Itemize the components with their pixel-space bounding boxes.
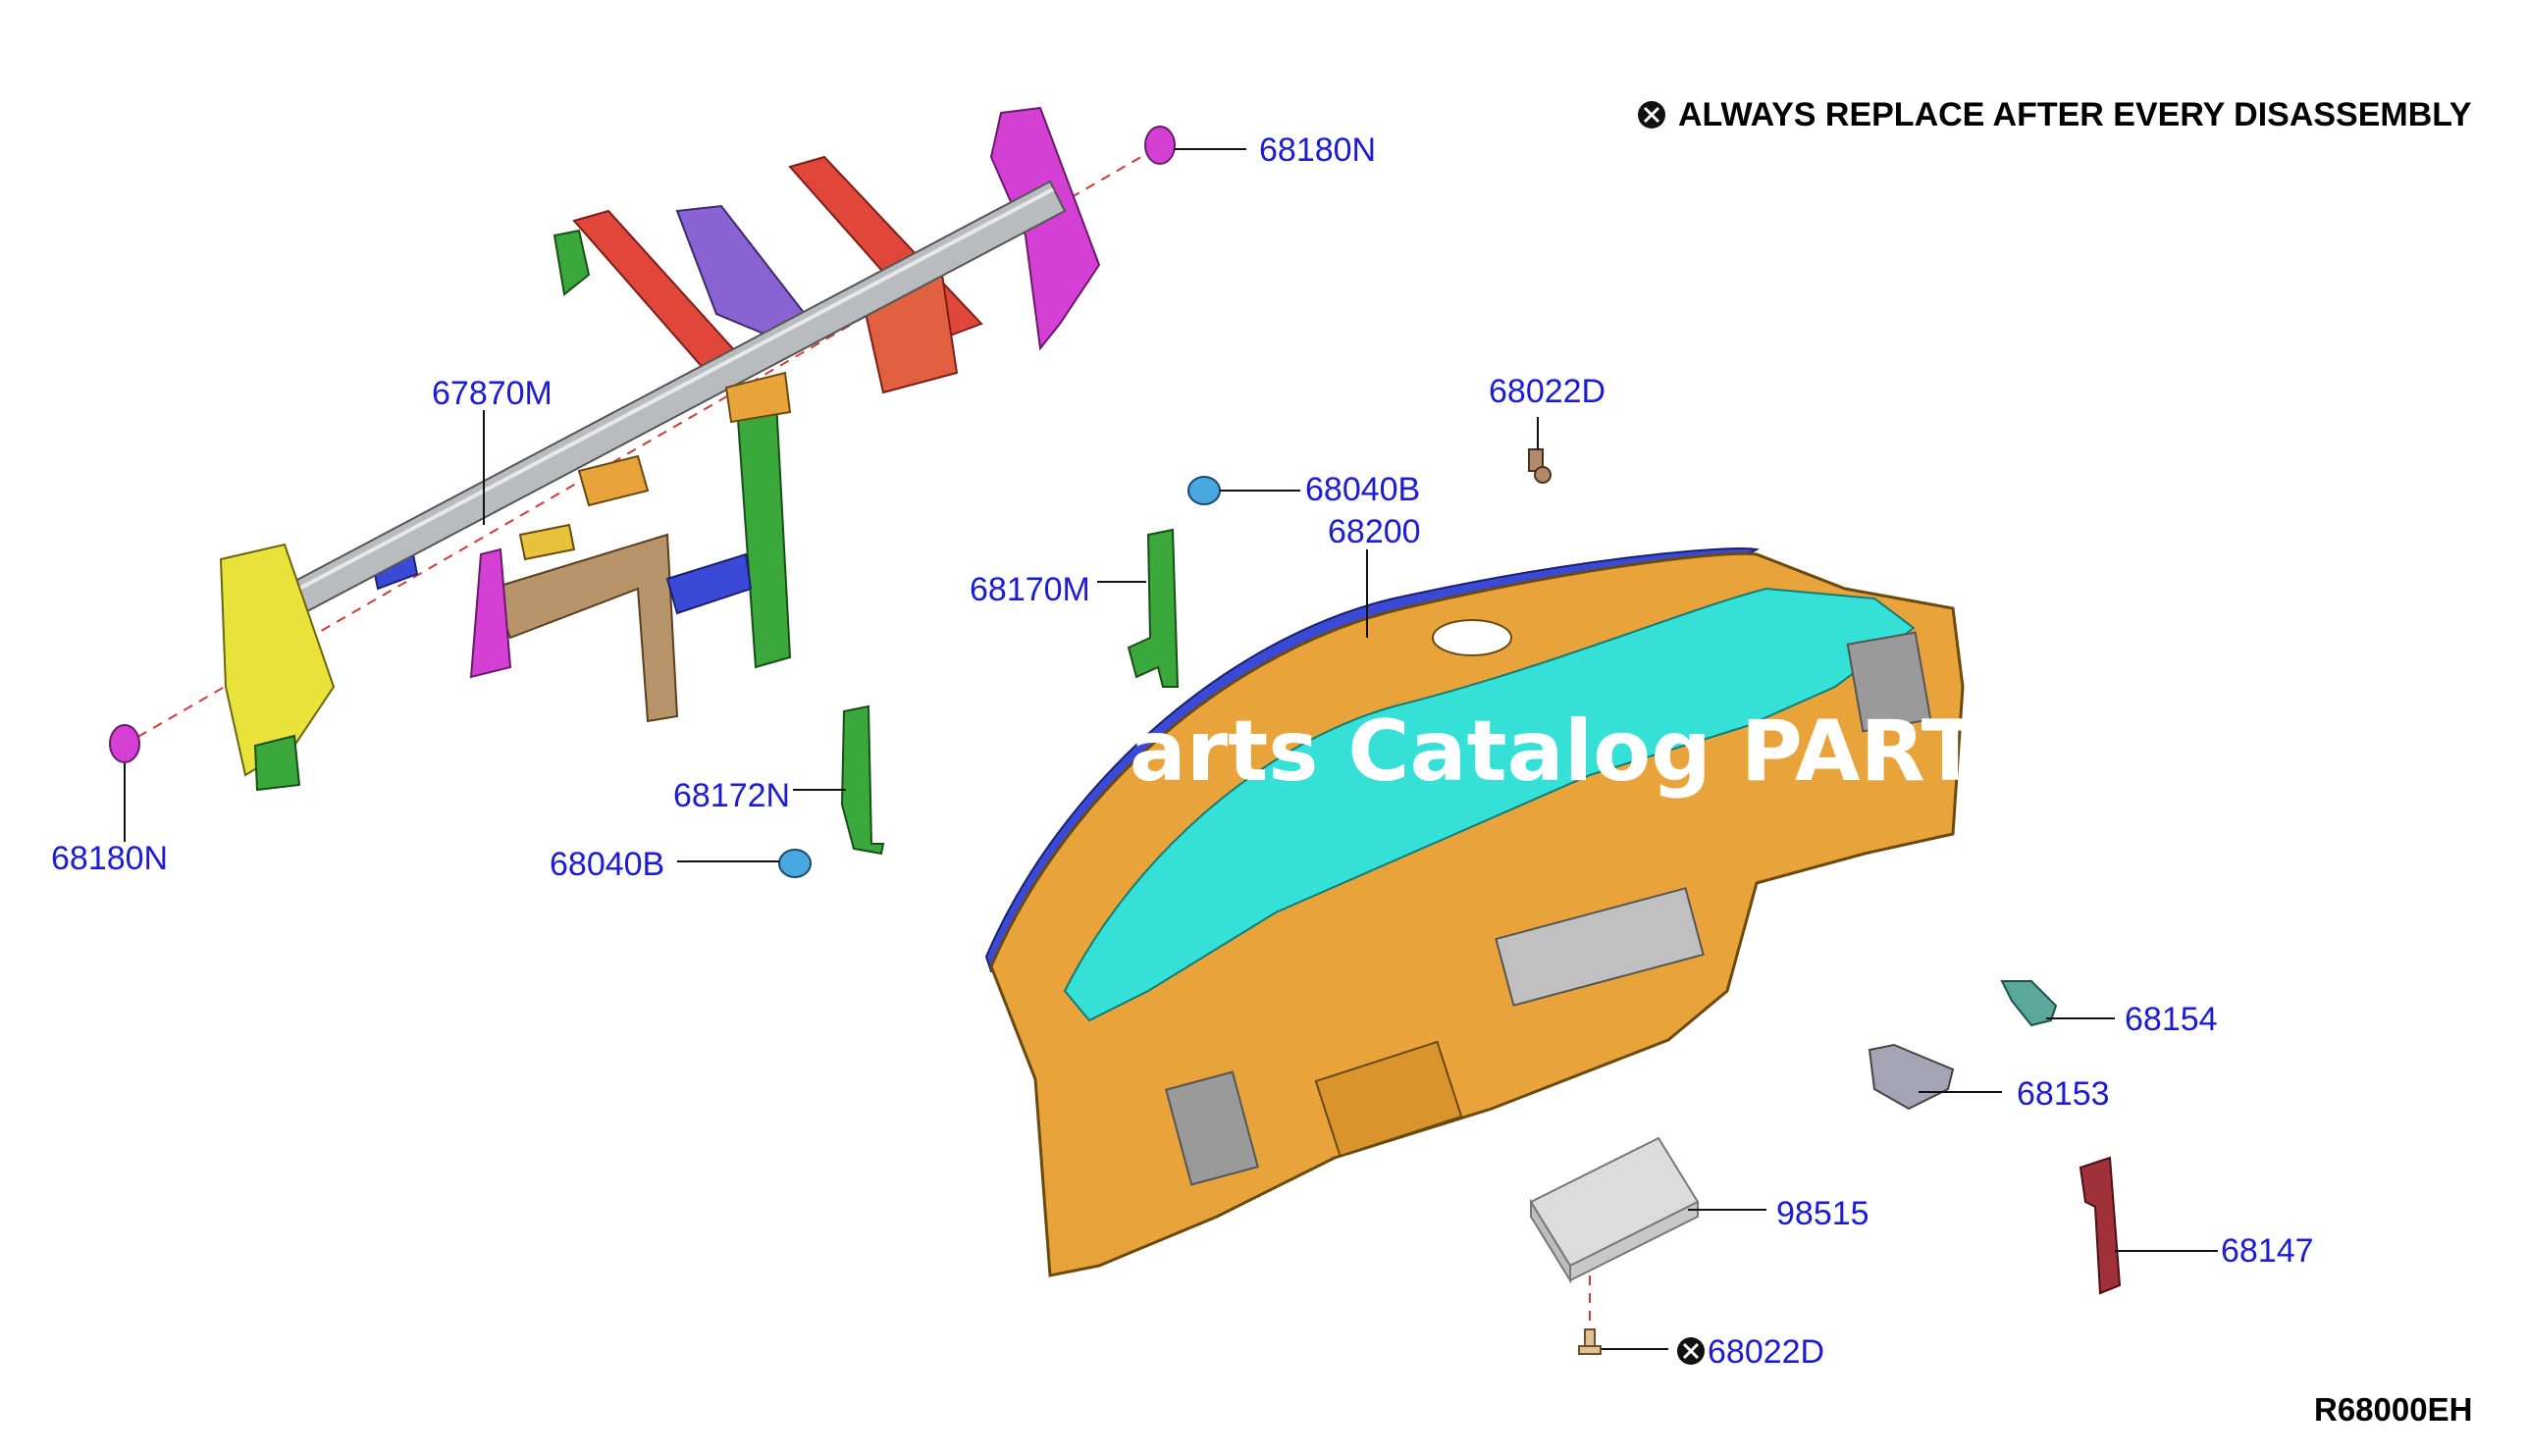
magenta-bracket-small xyxy=(469,547,512,679)
label-68180n-left[interactable]: 68180N xyxy=(51,840,168,877)
leader-lines xyxy=(124,148,2218,1350)
bracket-68147 xyxy=(2079,1156,2122,1295)
clip-top xyxy=(1187,476,1221,505)
orange-bracket-2 xyxy=(724,371,792,424)
crossed-circle-icon xyxy=(1677,1337,1705,1365)
steering-member-assembly xyxy=(122,106,1159,792)
tan-bracket xyxy=(489,533,679,723)
label-68147[interactable]: 68147 xyxy=(2221,1232,2314,1270)
green-bracket-left xyxy=(253,734,301,792)
label-68022d-top[interactable]: 68022D xyxy=(1489,373,1606,410)
bracket-68153 xyxy=(1868,1043,1955,1111)
label-68200[interactable]: 68200 xyxy=(1328,513,1421,550)
panel-glovebox-opening xyxy=(1314,1040,1463,1158)
end-cap-left xyxy=(109,724,140,763)
bracket-68170m xyxy=(1127,528,1180,688)
green-small-bracket xyxy=(553,229,591,296)
label-68040b-top[interactable]: 68040B xyxy=(1305,471,1420,508)
airbag-module xyxy=(1529,1136,1700,1284)
label-67870m[interactable]: 67870M xyxy=(432,375,553,412)
label-68170m[interactable]: 68170M xyxy=(970,571,1090,608)
label-98515[interactable]: 98515 xyxy=(1776,1195,1869,1232)
label-68172n[interactable]: 68172N xyxy=(673,777,790,814)
panel-vent-left xyxy=(1165,1070,1259,1186)
label-68153[interactable]: 68153 xyxy=(2017,1075,2110,1113)
bolt-bottom xyxy=(1578,1328,1602,1355)
end-cap-right xyxy=(1144,126,1176,165)
panel-vent-right xyxy=(1846,631,1932,733)
orange-bracket-1 xyxy=(577,454,650,507)
blue-brace xyxy=(665,552,753,615)
bracket-68154 xyxy=(2000,980,2058,1027)
label-68154[interactable]: 68154 xyxy=(2125,1001,2218,1038)
label-68180n-right[interactable]: 68180N xyxy=(1259,131,1376,169)
diagram-code: R68000EH xyxy=(2314,1391,2472,1428)
bolt-top xyxy=(1528,448,1552,484)
panel-speaker-hole xyxy=(1432,619,1512,656)
panel-vent-center xyxy=(1495,887,1705,1007)
replacement-note: ALWAYS REPLACE AFTER EVERY DISASSEMBLY xyxy=(1678,96,2472,133)
instrument-panel-assembly xyxy=(984,547,1965,1277)
main-tube-highlight xyxy=(246,187,1054,618)
crossed-circle-icon xyxy=(1638,101,1665,129)
orange-bracket-3 xyxy=(518,523,576,561)
panel-top-pad xyxy=(1063,587,1916,1022)
green-center-stay xyxy=(734,381,792,669)
magenta-bracket-right xyxy=(989,106,1101,351)
label-68040b-bottom[interactable]: 68040B xyxy=(550,846,664,883)
watermark-text: Parts Catalog PART xyxy=(1070,702,1979,801)
bracket-68172n xyxy=(840,704,885,856)
clip-bottom xyxy=(778,849,812,878)
label-68022d-bottom[interactable]: 68022D xyxy=(1708,1333,1824,1371)
